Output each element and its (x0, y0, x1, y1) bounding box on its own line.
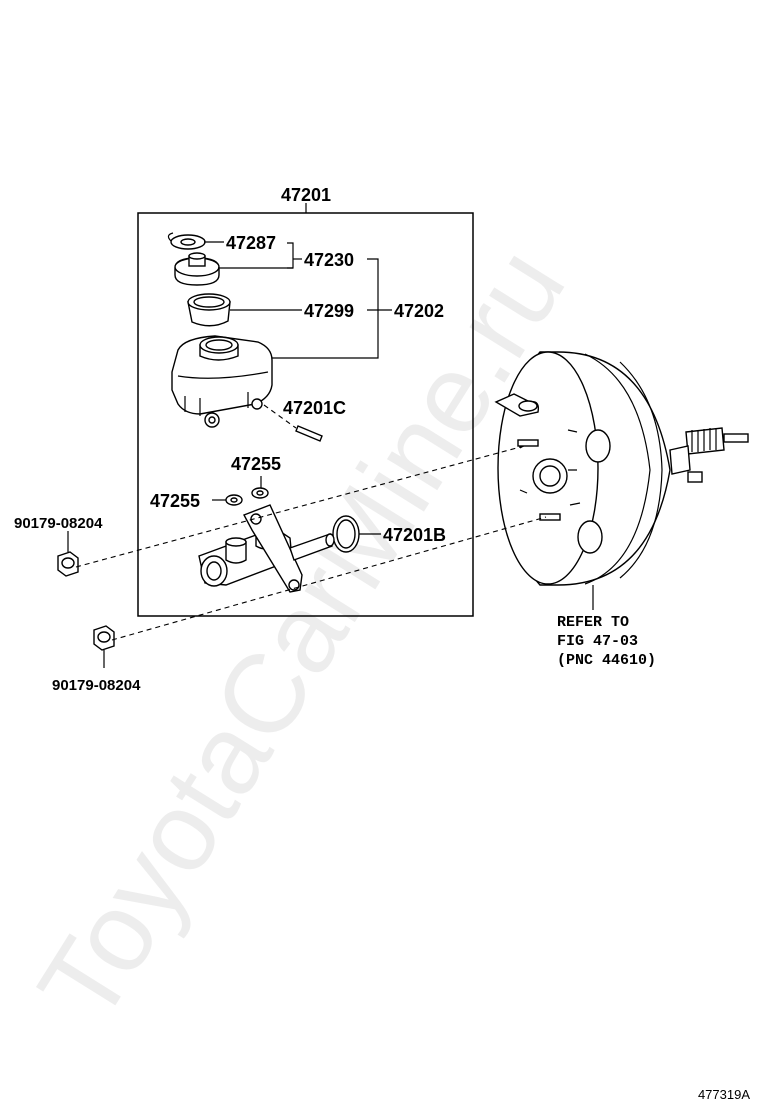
part-47299-strainer (187, 293, 231, 327)
external-leaders (67, 531, 594, 668)
part-nut-top (57, 551, 79, 577)
label-47287: 47287 (226, 233, 276, 253)
part-47230-cap (174, 252, 220, 286)
part-47287-clip (167, 232, 206, 250)
label-nut-top: 90179-08204 (14, 515, 103, 532)
part-47202-reservoir (171, 335, 273, 428)
label-47230: 47230 (304, 250, 354, 270)
alignment-lines (75, 445, 547, 641)
part-47255-grommet-top (251, 487, 269, 499)
figure-id: 477319A (698, 1087, 750, 1102)
part-47201b-oring (332, 515, 360, 553)
part-47255-grommet-left (225, 494, 243, 506)
leader-lines (204, 241, 392, 535)
label-47201c: 47201C (283, 398, 346, 418)
label-47255-left: 47255 (150, 491, 200, 511)
part-47201c-pin (263, 404, 323, 442)
part-master-cylinder (198, 504, 335, 593)
refer-line-1: REFER TO (557, 614, 629, 631)
label-47202: 47202 (394, 301, 444, 321)
label-47201: 47201 (281, 185, 331, 205)
refer-line-3: (PNC 44610) (557, 652, 656, 669)
label-nut-bottom: 90179-08204 (52, 677, 141, 694)
label-47255-top: 47255 (231, 454, 281, 474)
part-nut-bottom (93, 625, 115, 651)
label-47299: 47299 (304, 301, 354, 321)
label-47201b: 47201B (383, 525, 446, 545)
part-brake-booster (494, 351, 749, 586)
refer-line-2: FIG 47-03 (557, 633, 638, 650)
